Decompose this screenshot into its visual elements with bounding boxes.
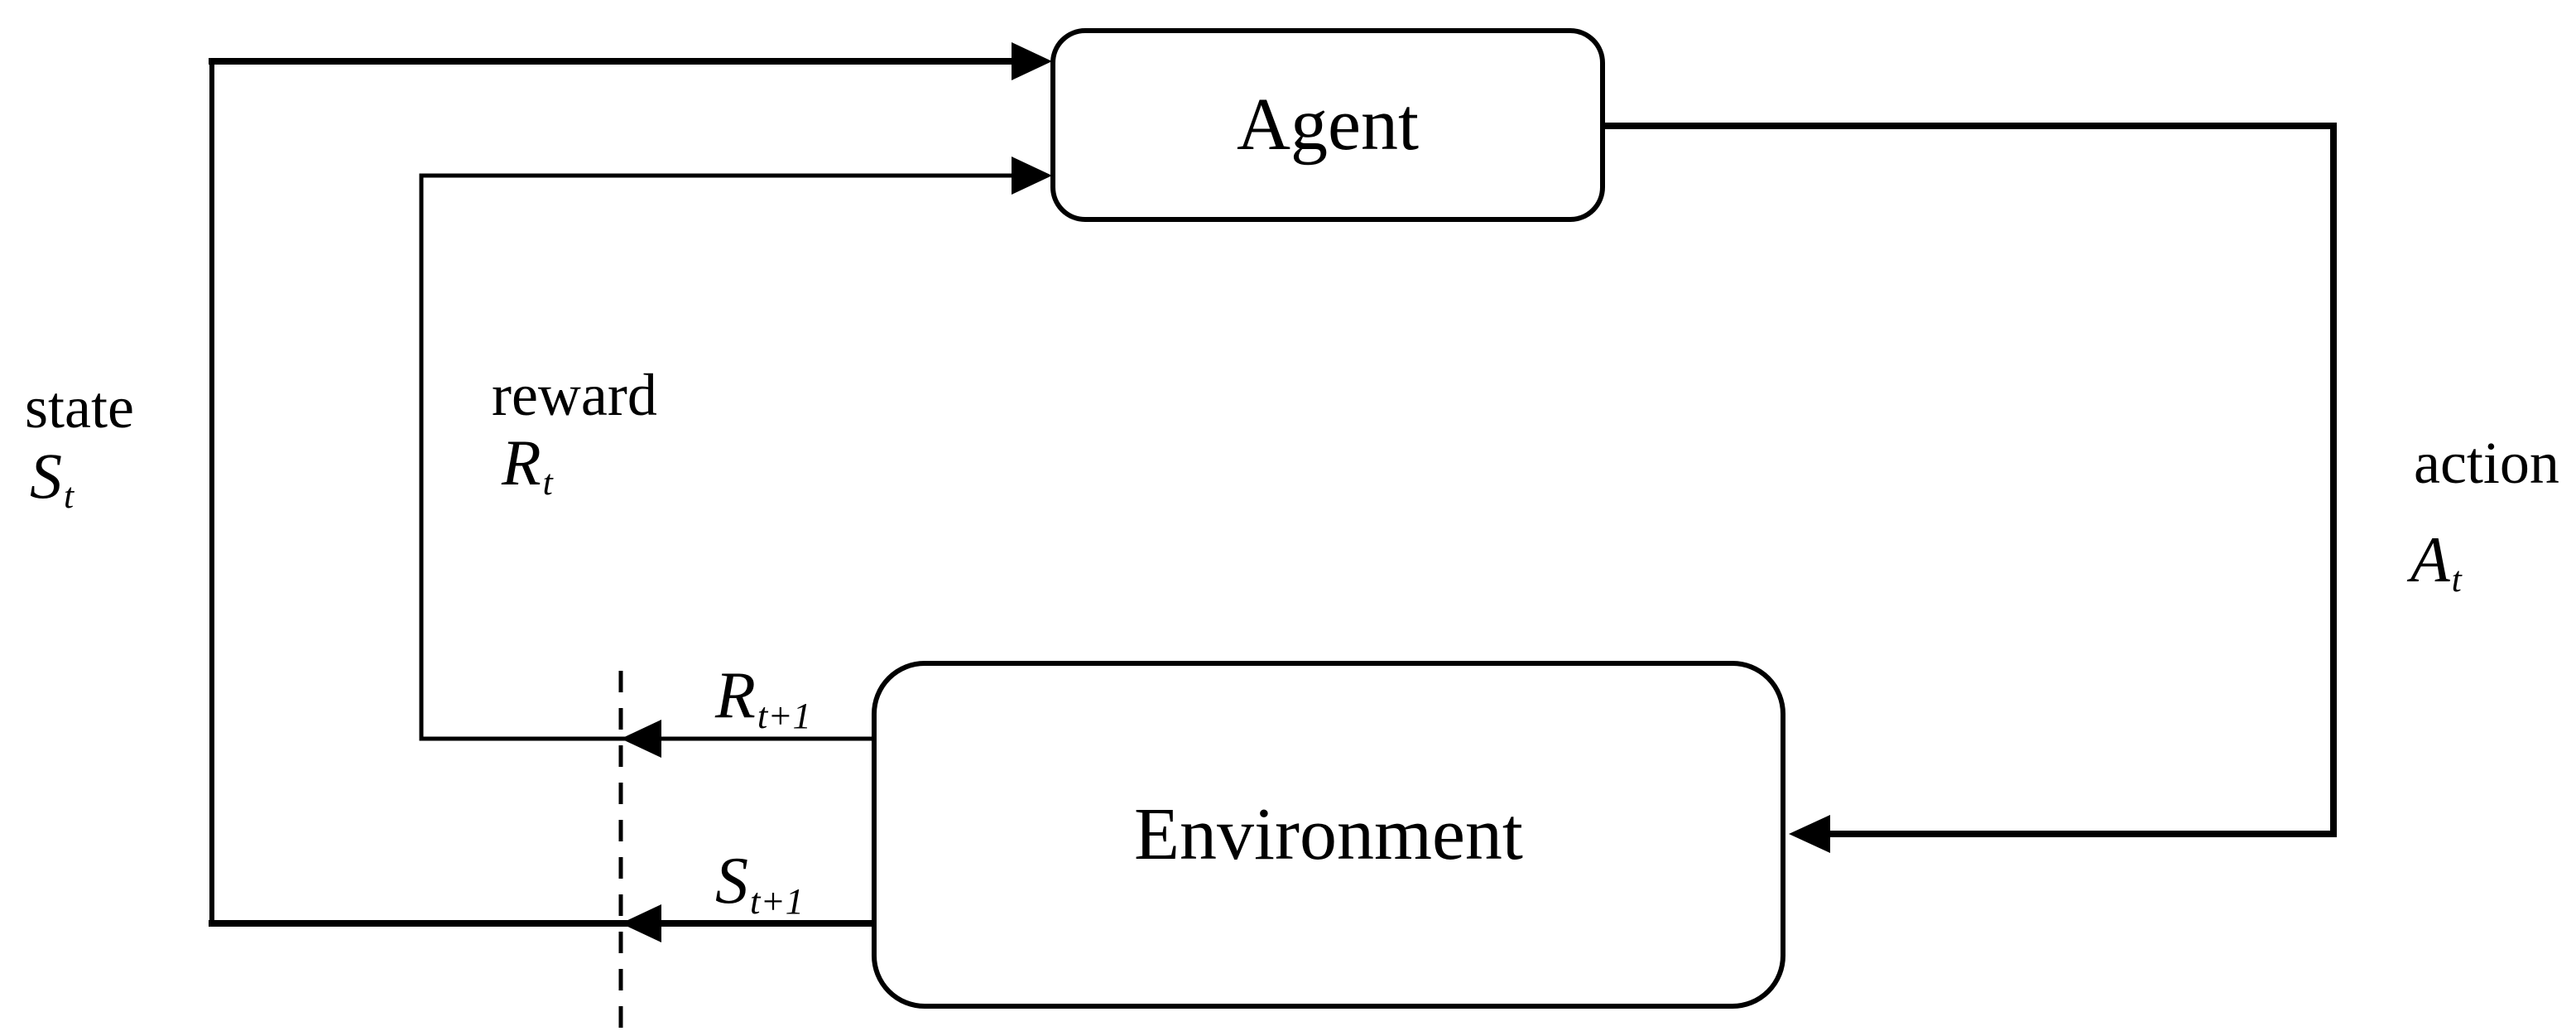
next-reward-var: R (715, 659, 756, 732)
action-loop-line (1603, 123, 2337, 837)
state-symbol: St (30, 444, 74, 515)
reward-symbol: Rt (502, 431, 553, 502)
action-word-label: action (2414, 430, 2559, 496)
next-state-var: S (715, 845, 748, 918)
reward-var: R (502, 426, 541, 499)
next-reward-symbol: Rt+1 (715, 663, 811, 734)
state-var: S (30, 440, 62, 512)
action-subscript: t (2451, 560, 2462, 600)
state-subscript: t (64, 476, 74, 517)
reward-subscript: t (542, 463, 553, 504)
next-reward-subscript: t+1 (757, 694, 811, 736)
next-state-arrowhead (621, 904, 661, 942)
action-into-environment-arrowhead (1789, 815, 1830, 853)
next-reward-arrowhead (621, 720, 661, 758)
reward-word-label: reward (492, 362, 657, 428)
environment-box: Environment (872, 661, 1785, 1009)
state-word-label: state (25, 374, 134, 441)
environment-label: Environment (1134, 793, 1523, 875)
state-into-agent-arrowhead (1012, 42, 1052, 80)
agent-label: Agent (1237, 84, 1419, 166)
action-var: A (2410, 523, 2450, 595)
next-state-subscript: t+1 (750, 879, 805, 922)
action-symbol: At (2410, 528, 2462, 599)
reward-into-agent-arrowhead (1012, 157, 1052, 195)
agent-box: Agent (1050, 28, 1605, 222)
next-state-symbol: St+1 (715, 848, 804, 919)
